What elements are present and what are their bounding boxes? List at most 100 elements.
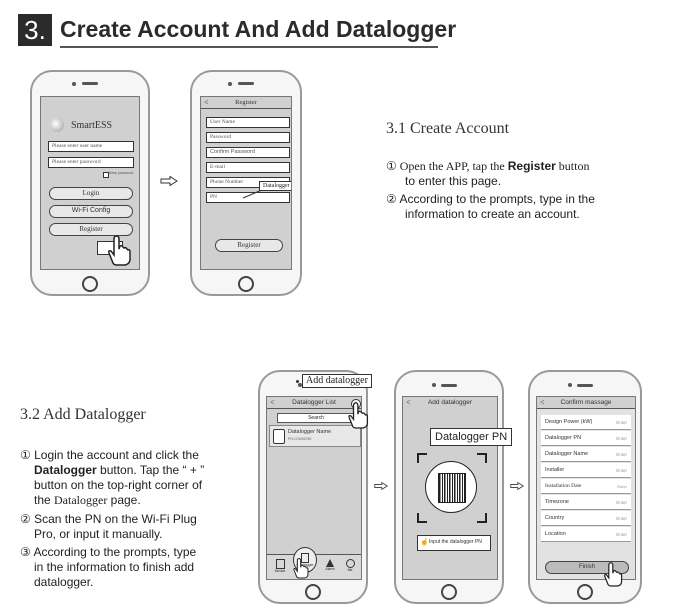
tap-hand-icon <box>604 562 623 587</box>
home-button <box>305 584 321 600</box>
step-text: Scan the PN on the Wi-Fi Plug <box>30 512 197 526</box>
flow-arrow-icon <box>374 482 388 490</box>
register-submit-button[interactable]: Register <box>215 239 283 252</box>
datalogger-pn-callout: Datalogger PN <box>259 181 291 191</box>
tab-label: Alarm <box>325 567 335 571</box>
add-datalogger-title-bar: < Add datalogger <box>403 397 497 409</box>
add-step-3: ③ According to the prompts, type in the … <box>20 545 250 590</box>
step-text: the <box>34 493 55 507</box>
step-marker: ① <box>386 159 397 173</box>
add-step-2: ② Scan the PN on the Wi-Fi Plug Pro, or … <box>20 512 250 542</box>
phone-add-datalogger: < Add datalogger ☝ Input the datalogger … <box>394 370 504 604</box>
datalogger-list-item[interactable]: Datalogger Name PN:123456789 <box>269 425 361 447</box>
title-underline <box>60 46 438 48</box>
step-text: button. Tap the “ + ” <box>96 463 205 477</box>
datalogger-pn-callout: Datalogger PN <box>430 428 513 446</box>
row-label: Design Power (kW) <box>545 419 593 425</box>
pn-input-label: Input the datalogger PN <box>429 539 482 545</box>
back-icon[interactable]: < <box>406 398 411 407</box>
step-text: Login the account and click the <box>30 448 199 462</box>
flow-arrow-icon <box>510 482 524 490</box>
keep-password-checkbox[interactable] <box>103 172 109 178</box>
device-icon <box>275 559 285 569</box>
earpiece-speaker <box>238 82 254 85</box>
register-button[interactable]: Register <box>49 223 133 236</box>
user-icon <box>345 559 355 568</box>
row-label: Country <box>545 515 565 521</box>
datalogger-item-pn: PN:123456789 <box>288 437 312 441</box>
section-heading-add-datalogger: 3.2 Add Datalogger <box>20 406 146 423</box>
add-step-1: ① Login the account and click the Datalo… <box>20 448 250 508</box>
form-row-design-power[interactable]: Design Power (kW) Enter <box>541 415 631 430</box>
phone-register: < Register User Name Password Confirm Pa… <box>190 70 302 296</box>
flow-arrow-icon <box>160 176 178 186</box>
step-text: to enter this page. <box>405 174 502 188</box>
tab-me[interactable]: Me <box>341 559 359 572</box>
phone-datalogger-list: < Datalogger List + Search Datalogger Na… <box>258 370 368 604</box>
bottom-tab-bar: Device Datalogger Alarm Me <box>267 547 361 579</box>
step-marker: ② <box>386 192 397 206</box>
password-field[interactable]: Password <box>206 132 290 143</box>
app-name: SmartESS <box>71 120 113 131</box>
front-camera <box>568 383 572 387</box>
tap-hand-icon <box>108 235 131 266</box>
tap-hand-icon <box>348 402 369 429</box>
row-value: Enter <box>616 436 627 441</box>
datalogger-keyword: Datalogger <box>34 463 97 477</box>
earpiece-speaker <box>441 384 457 387</box>
back-icon[interactable]: < <box>540 398 545 407</box>
step-marker: ③ <box>20 545 31 559</box>
home-button <box>238 276 254 292</box>
step-text: page. <box>107 493 141 507</box>
create-step-1: ① Open the APP, tap the Register button … <box>386 159 676 189</box>
tab-alarm[interactable]: Alarm <box>321 559 339 571</box>
step-text: button on the top-right corner of <box>34 478 203 492</box>
pn-field[interactable]: PN <box>206 192 290 203</box>
phone-login: SmartESS Please enter user name Please e… <box>30 70 150 296</box>
finish-button[interactable]: Finish <box>545 561 629 574</box>
phone-confirm-message: < Confirm massage Design Power (kW)Enter… <box>528 370 642 604</box>
row-value: Enter <box>616 532 627 537</box>
section-heading-create-account: 3.1 Create Account <box>386 120 510 137</box>
create-step-2: ② According to the prompts, type in the … <box>386 192 676 222</box>
datalogger-list-title: Datalogger List <box>292 399 336 406</box>
step-text: According to the prompts, type in the <box>396 192 595 206</box>
callout-dot <box>296 380 299 383</box>
datalogger-tab-icon <box>301 553 309 563</box>
tab-label: Me <box>347 568 353 572</box>
email-field[interactable]: E-mail <box>206 162 290 173</box>
confirm-password-field[interactable]: Confirm Password <box>206 147 290 158</box>
scan-frame <box>417 453 487 523</box>
barcode-icon <box>425 461 477 513</box>
row-value: Enter <box>616 500 627 505</box>
earpiece-speaker <box>82 82 98 85</box>
step-marker: ① <box>20 448 31 462</box>
wifi-config-button[interactable]: Wi-Fi Config <box>49 205 133 218</box>
step-text: button <box>555 159 590 173</box>
password-input[interactable]: Please enter password <box>48 157 134 168</box>
home-button <box>441 584 457 600</box>
front-camera <box>432 383 436 387</box>
username-input[interactable]: Please enter user name <box>48 141 134 152</box>
user-name-field[interactable]: User Name <box>206 117 290 128</box>
datalogger-list-screen: < Datalogger List + Search Datalogger Na… <box>266 396 362 580</box>
login-screen: SmartESS Please enter user name Please e… <box>40 96 140 270</box>
bell-icon <box>326 559 334 567</box>
row-value: Enter <box>616 420 627 425</box>
tab-device[interactable]: Device <box>271 559 289 573</box>
back-icon[interactable]: < <box>270 398 275 407</box>
back-icon[interactable]: < <box>204 98 209 107</box>
front-camera <box>228 82 232 86</box>
hand-pointer-icon: ☝ <box>420 539 429 546</box>
datalogger-page-name: Datalogger <box>54 493 108 507</box>
step-text: datalogger. <box>34 575 94 589</box>
login-button[interactable]: Login <box>49 187 133 200</box>
pn-input-button[interactable]: ☝ Input the datalogger PN <box>417 535 491 551</box>
